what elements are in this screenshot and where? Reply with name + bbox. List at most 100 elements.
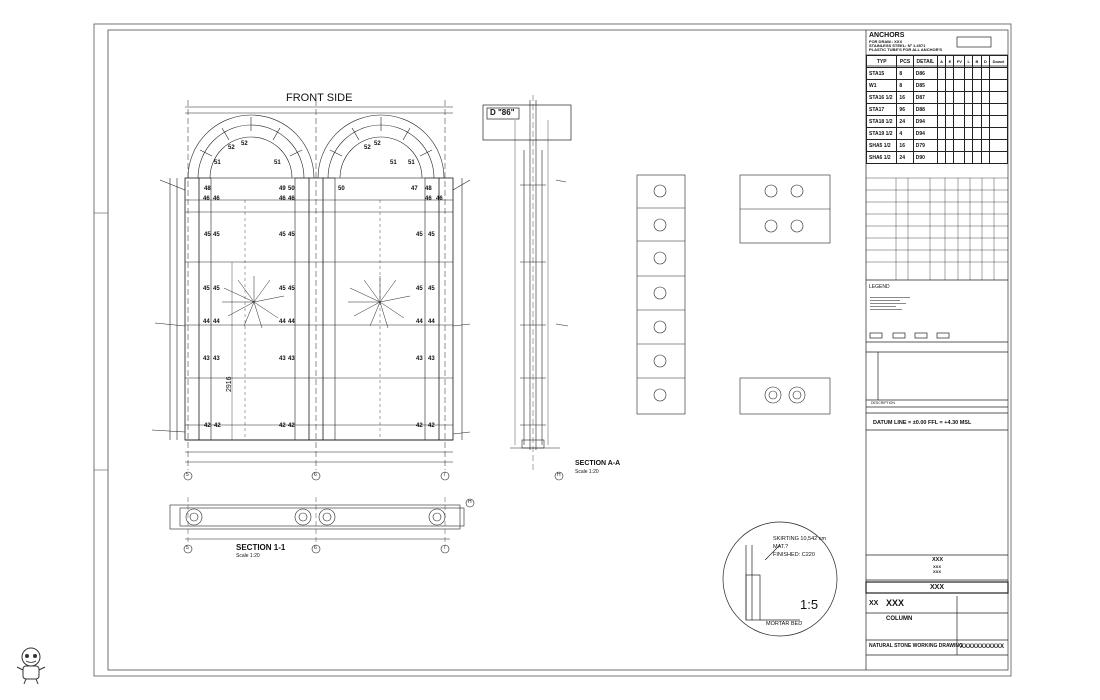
- stone-number-label: 42: [416, 423, 423, 429]
- axis-label-5-plan: 5: [186, 545, 189, 551]
- anchors-header-cell: A: [936, 55, 947, 68]
- anchors-table-cell: [945, 79, 955, 92]
- anchor-detail-strip: [636, 174, 831, 415]
- anchors-table-cell: [936, 115, 947, 128]
- stone-number-label: 48: [204, 186, 211, 192]
- project-name: XXX: [886, 598, 905, 608]
- anchors-table-cell: [953, 103, 966, 116]
- drawing-number: XXXXXXXXXXX: [960, 644, 1005, 650]
- stone-number-label: 50: [288, 186, 295, 192]
- stone-number-label: 44: [203, 319, 210, 325]
- anchors-table-cell: [964, 91, 974, 104]
- anchors-table-cell: [953, 67, 966, 80]
- stone-number-label: 43: [428, 356, 435, 362]
- anchors-table-cell: D85: [912, 79, 938, 92]
- anchors-table-cell: [936, 103, 947, 116]
- anchors-header-cell: DETAIL: [912, 55, 938, 68]
- detail-note-1: SKIRTING 10,542 cm: [773, 536, 827, 542]
- anchors-table-cell: [953, 151, 966, 164]
- stone-number-label: 43: [416, 356, 423, 362]
- anchors-table-cell: [989, 127, 1008, 140]
- anchors-table-cell: STA19 1/2: [865, 127, 898, 140]
- anchors-table-cell: [953, 115, 966, 128]
- anchors-table-cell: [980, 115, 991, 128]
- anchors-table-cell: [945, 139, 955, 152]
- detail-note-2: MAT.?: [773, 544, 789, 550]
- anchors-table-cell: [936, 139, 947, 152]
- anchors-header-cell: PCS: [896, 55, 914, 68]
- anchors-table-cell: [972, 139, 982, 152]
- anchors-table-cell: [964, 139, 974, 152]
- anchors-header-cell: E: [945, 55, 955, 68]
- axis-label-5: 5: [186, 472, 189, 478]
- anchors-table-cell: [989, 115, 1008, 128]
- anchors-table-cell: [945, 67, 955, 80]
- stone-number-label: 52: [364, 145, 371, 151]
- axis-label-7: 7: [443, 472, 446, 478]
- outer-border: [93, 23, 1012, 677]
- stone-number-label: 46: [288, 196, 295, 202]
- anchors-table-cell: [980, 91, 991, 104]
- title-xxx-top: XXX: [932, 557, 944, 563]
- stone-number-label: 51: [214, 160, 221, 166]
- stone-number-label: 51: [408, 160, 415, 166]
- anchors-table-cell: D79: [912, 139, 938, 152]
- stone-number-label: 46: [425, 196, 432, 202]
- legend-description-label: DESCRIPTION: [871, 401, 895, 405]
- anchors-table-cell: [989, 67, 1008, 80]
- axis-bubbles: [183, 471, 564, 554]
- height-dimension: 2916: [226, 376, 233, 392]
- detail-scale: 1:5: [800, 597, 819, 612]
- stone-number-label: 43: [279, 356, 286, 362]
- axis-label-7-plan: 7: [443, 545, 446, 551]
- anchors-table-cell: 8: [896, 79, 914, 92]
- stone-number-label: 45: [428, 286, 435, 292]
- anchors-table-cell: [945, 151, 955, 164]
- front-side-title: FRONT SIDE: [286, 92, 353, 104]
- stone-number-label: 44: [288, 319, 295, 325]
- anchors-header-cell: B: [972, 55, 982, 68]
- detail-circle: [722, 521, 838, 637]
- detail-mortar-label: MORTAR BED: [766, 621, 803, 627]
- stone-number-label: 46: [436, 196, 443, 202]
- stone-number-label: 52: [228, 145, 235, 151]
- anchors-table-cell: [964, 103, 974, 116]
- anchors-title: ANCHORS: [869, 32, 905, 39]
- stone-number-label: 43: [288, 356, 295, 362]
- anchors-table-cell: [945, 103, 955, 116]
- anchors-table-cell: SHA6 1/2: [865, 151, 898, 164]
- anchors-subtitle-1: FOR DRAW.: XXX: [869, 39, 903, 44]
- anchors-table-cell: [972, 115, 982, 128]
- anchors-table-cell: [964, 151, 974, 164]
- stone-number-label: 50: [338, 186, 345, 192]
- stone-number-label: 45: [203, 286, 210, 292]
- anchors-table-cell: 8: [896, 67, 914, 80]
- anchors-table-cell: 24: [896, 151, 914, 164]
- anchors-table-cell: D90: [912, 151, 938, 164]
- drawing-type: NATURAL STONE WORKING DRAWING: [869, 643, 963, 649]
- anchors-table-cell: STA17: [865, 103, 898, 116]
- anchors-table-cell: [972, 91, 982, 104]
- anchors-table-cell: [953, 91, 966, 104]
- anchors-table-cell: [945, 91, 955, 104]
- stone-number-label: 51: [274, 160, 281, 166]
- stone-number-label: 46: [279, 196, 286, 202]
- stone-number-label: 45: [279, 286, 286, 292]
- stone-number-label: 44: [213, 319, 220, 325]
- detail-callout-box: [482, 104, 572, 141]
- anchors-table-cell: STA16 1/2: [865, 91, 898, 104]
- axis-label-6: 6: [314, 472, 317, 478]
- anchors-table-cell: [936, 127, 947, 140]
- stone-number-label: 45: [204, 232, 211, 238]
- anchors-table-cell: [989, 139, 1008, 152]
- stone-number-label: 45: [279, 232, 286, 238]
- anchors-table-cell: [945, 115, 955, 128]
- detail-callout-title: D "86": [490, 108, 515, 117]
- anchors-table-cell: [980, 151, 991, 164]
- anchors-header-cell: TYP: [865, 55, 898, 68]
